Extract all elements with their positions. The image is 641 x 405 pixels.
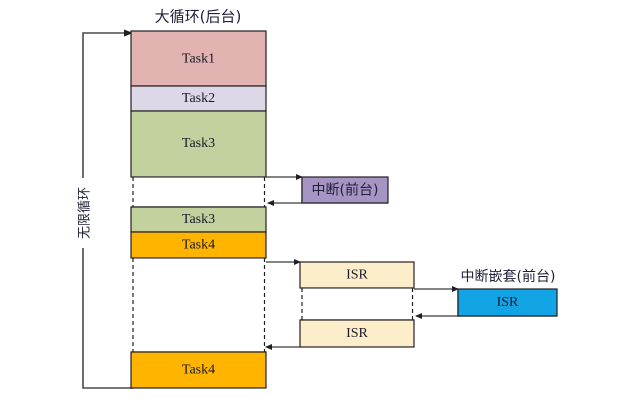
task1-label: Task1 — [182, 52, 215, 67]
task4-first-label: Task4 — [182, 238, 215, 253]
gap-one-fill — [131, 177, 266, 207]
isr-second-label: ISR — [346, 326, 368, 341]
nested-isr-label: ISR — [497, 295, 519, 310]
interrupt-foreground-group: 中断(前台) — [266, 174, 389, 206]
task2-label: Task2 — [182, 91, 215, 106]
task3-first-label: Task3 — [182, 136, 215, 151]
loop-label-backdrop — [76, 178, 92, 248]
interrupt-block[interactable]: 中断(前台) — [301, 176, 389, 204]
task-block-task4-second[interactable]: Task4 — [130, 351, 267, 389]
isr-first-label: ISR — [346, 268, 368, 283]
nested-isr-block[interactable]: ISR — [457, 288, 558, 317]
task2-rect[interactable] — [130, 85, 267, 112]
isr-block-first[interactable]: ISR — [299, 261, 415, 289]
interrupt-label: 中断(前台) — [312, 182, 379, 199]
isr-gap-fill — [300, 288, 414, 320]
nested-interrupt-group: 中断嵌套(前台) ISR — [414, 268, 558, 319]
task-block-task2[interactable]: Task2 — [130, 85, 267, 112]
loop-label: 无限循环 — [78, 187, 93, 239]
isr-block-second[interactable]: ISR — [299, 319, 415, 348]
task-block-task1[interactable]: Task1 — [130, 30, 267, 87]
preemption-gap-one — [131, 176, 266, 208]
nested-interrupt-title: 中断嵌套(前台) — [461, 268, 556, 285]
infinite-loop-bracket: 无限循环 — [76, 29, 133, 389]
task3-second-label: Task3 — [182, 212, 215, 227]
page-title: 大循环(后台) — [155, 8, 242, 26]
isr-foreground-group: ISR ISR — [265, 259, 415, 350]
isr-preemption-gap — [300, 287, 414, 321]
task4-second-rect[interactable] — [130, 351, 267, 389]
task1-rect[interactable] — [130, 30, 267, 87]
task-block-task4-first[interactable]: Task4 — [130, 231, 267, 259]
task4-second-label: Task4 — [182, 363, 215, 378]
task4-first-rect[interactable] — [130, 231, 267, 259]
task-block-task3-first[interactable]: Task3 — [130, 110, 267, 178]
task3-first-rect[interactable] — [130, 110, 267, 178]
isr-first-rect[interactable] — [299, 261, 415, 289]
isr-second-rect[interactable] — [299, 319, 415, 348]
preemption-gap-two — [131, 257, 266, 353]
nested-isr-rect[interactable] — [457, 288, 558, 317]
interrupt-rect[interactable] — [301, 176, 389, 204]
loop-arrowhead-icon — [124, 29, 133, 37]
figure-caption — [0, 396, 641, 405]
gap-two-fill — [131, 258, 266, 352]
task-block-task3-second[interactable]: Task3 — [130, 206, 267, 233]
background-task-stack: Task1 Task2 Task3 Task3 — [130, 30, 267, 389]
